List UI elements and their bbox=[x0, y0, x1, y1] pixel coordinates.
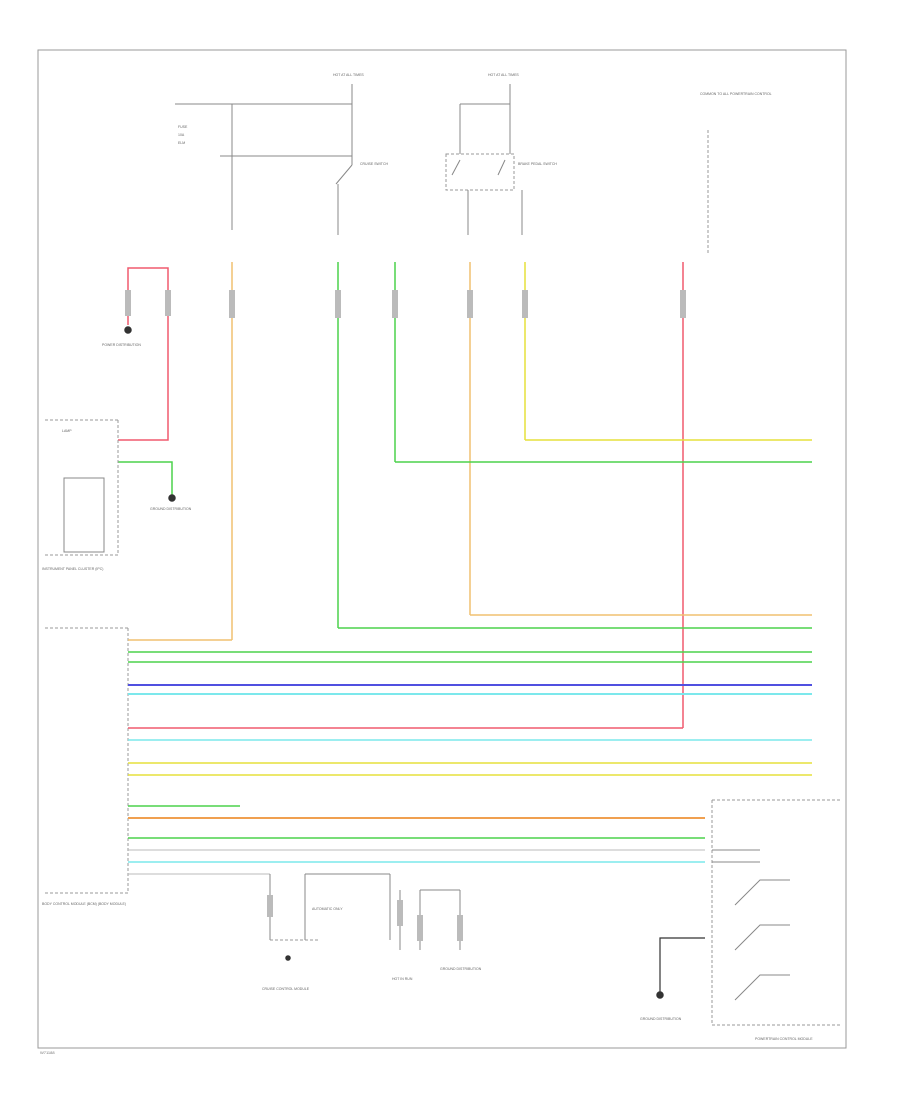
fuse-label-left-1: FUSE bbox=[178, 125, 188, 129]
right-note-label: COMMON TO ALL POWERTRAIN CONTROL bbox=[700, 92, 772, 96]
switch-label-b: BRAKE PEDAL SWITCH bbox=[518, 162, 557, 166]
pcm-section: POWERTRAIN CONTROL MODULE bbox=[656, 799, 840, 1041]
pcm-label: POWERTRAIN CONTROL MODULE bbox=[755, 1037, 813, 1041]
wire-green-ipc bbox=[118, 461, 173, 495]
bcm-label: BODY CONTROL MODULE (BCM) (BODY MODULE) bbox=[42, 902, 126, 906]
auto-trans-label: AUTOMATIC ONLY bbox=[312, 907, 343, 911]
wire-pcm-ground bbox=[659, 937, 705, 992]
bottom-label-4: GROUND DISTRIBUTION bbox=[640, 1017, 682, 1021]
ipc-lamp-label: LAMP bbox=[62, 429, 72, 433]
ipc-section: POWER DISTRIBUTION GROUND DISTRIBUTION L… bbox=[42, 267, 192, 571]
diagram-frame bbox=[37, 49, 847, 1049]
bcm-section: BODY CONTROL MODULE (BCM) (BODY MODULE) bbox=[42, 627, 129, 906]
fuse-label-top-2: HOT AT ALL TIMES bbox=[488, 73, 519, 77]
wire-pink-ipc bbox=[118, 267, 169, 441]
bottom-label-3: GROUND DISTRIBUTION bbox=[440, 967, 482, 971]
footer-code: W71188 bbox=[40, 1050, 55, 1055]
top-power-section: FUSE 10A ELM HOT AT ALL TIMES CRUISE SWI… bbox=[175, 73, 772, 255]
ground-dist-label: GROUND DISTRIBUTION bbox=[150, 507, 192, 511]
ipc-label: INSTRUMENT PANEL CLUSTER (IPC) bbox=[42, 567, 103, 571]
switch-label-a: CRUISE SWITCH bbox=[360, 162, 388, 166]
fuse-label-top-1: HOT AT ALL TIMES bbox=[333, 73, 364, 77]
bottom-label-1: CRUISE CONTROL MODULE bbox=[262, 987, 310, 991]
bottom-components: AUTOMATIC ONLY CRUISE CONTROL MODULE HOT… bbox=[262, 873, 682, 1021]
bottom-label-2: HOT IN RUN bbox=[392, 977, 413, 981]
fuse-label-left-3: ELM bbox=[178, 141, 185, 145]
power-dist-label: POWER DISTRIBUTION bbox=[102, 343, 141, 347]
vertical-wires bbox=[229, 262, 686, 728]
fuse-label-left-2: 10A bbox=[178, 133, 185, 137]
bus-wires bbox=[128, 639, 812, 875]
